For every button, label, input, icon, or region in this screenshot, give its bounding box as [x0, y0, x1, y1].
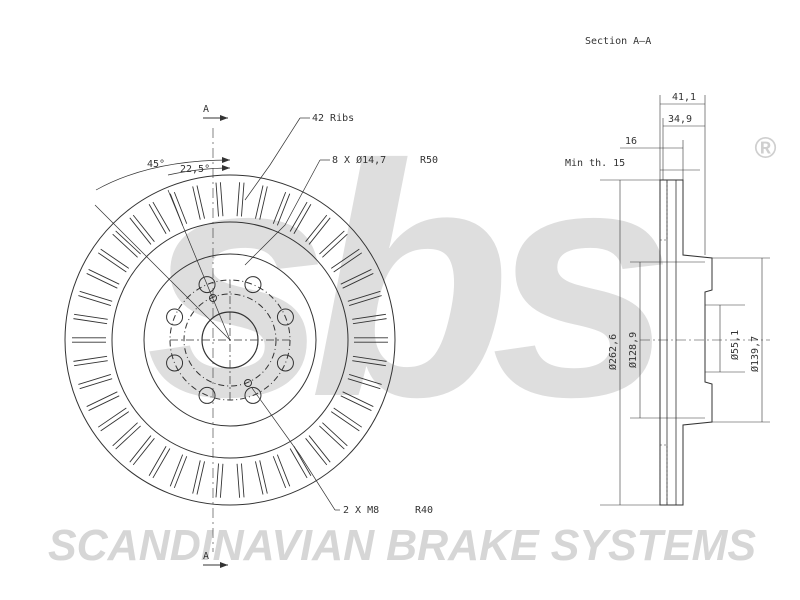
section-mark-top: A [203, 104, 209, 115]
cooling-rib [97, 248, 130, 273]
cooling-rib [305, 214, 331, 245]
cooling-rib [192, 460, 205, 495]
leader-threads [251, 387, 336, 511]
cooling-rib [129, 214, 155, 245]
dim-16-label: 16 [625, 136, 637, 147]
section-outline [659, 179, 713, 506]
cooling-rib [272, 191, 291, 226]
disc-front-view [64, 115, 396, 568]
dim-41-label: 41,1 [672, 92, 696, 103]
cooling-ribs [72, 182, 388, 498]
cooling-rib [289, 201, 312, 234]
cooling-rib [86, 269, 120, 289]
cooling-rib [352, 355, 387, 367]
cooling-rib [73, 313, 108, 325]
cooling-rib [78, 374, 113, 390]
section-mark-bottom: A [203, 551, 209, 562]
cooling-rib [289, 446, 312, 479]
cooling-rib [340, 269, 374, 289]
holes-radius-label: R50 [420, 155, 438, 166]
section-hatch-top [659, 179, 668, 241]
angle-22-label: 22,5° [180, 164, 210, 175]
bolt-hole [244, 386, 262, 404]
cooling-rib [192, 185, 205, 220]
disc-section-view [600, 95, 770, 506]
cooling-rib [73, 355, 108, 367]
angle-arc-45 [95, 159, 231, 191]
cooling-rib [319, 230, 348, 258]
holes-label: 8 X Ø14,7 [332, 154, 386, 166]
bolt-hole [198, 276, 216, 294]
bolt-hole [198, 386, 216, 404]
leader-holes [244, 159, 321, 266]
cooling-rib [352, 313, 387, 325]
bolt-holes [166, 276, 294, 404]
cooling-rib [330, 407, 363, 432]
cooling-rib [347, 374, 382, 390]
angle-45-label: 45° [147, 159, 165, 170]
dia-139-label: Ø139,7 [749, 336, 761, 372]
dia-128-label: Ø128,9 [627, 332, 639, 368]
disc-inner-rib-ring [111, 221, 349, 459]
min-thickness-label: Min th. 15 [565, 158, 625, 169]
dim-34-label: 34,9 [668, 114, 692, 125]
cooling-rib [305, 435, 331, 466]
disc-outer-edge [64, 174, 396, 506]
cooling-rib [272, 454, 291, 489]
bolt-hole [166, 354, 184, 372]
watermark-registered: ® [754, 132, 777, 165]
dia-262-label: Ø262,6 [607, 334, 619, 370]
cooling-rib [330, 248, 363, 273]
cooling-rib [236, 182, 245, 217]
hat-outer-circle [143, 253, 317, 427]
angle-line-45 [94, 204, 231, 341]
cooling-rib [97, 407, 130, 432]
angle-line-22 [167, 189, 231, 341]
cooling-rib [255, 185, 268, 220]
thread-circle [183, 293, 277, 387]
cooling-rib [354, 337, 388, 343]
threads-label: 2 X M8 [343, 505, 379, 516]
cooling-rib [340, 391, 374, 411]
cooling-rib [129, 435, 155, 466]
cooling-rib [148, 446, 171, 479]
cooling-rib [72, 337, 106, 343]
section-hatch-bottom [659, 444, 668, 506]
bolt-hole [276, 308, 294, 326]
cooling-rib [148, 201, 171, 234]
ribs-label: 42 Ribs [312, 113, 354, 124]
cooling-rib [78, 290, 113, 306]
cooling-rib [215, 182, 224, 217]
watermark-tagline: SCANDINAVIAN BRAKE SYSTEMS [48, 521, 756, 570]
bolt-hole [276, 354, 294, 372]
cooling-rib [236, 463, 245, 498]
thread-hole-bottom [244, 379, 252, 387]
cooling-rib [215, 463, 224, 498]
cooling-rib [112, 230, 141, 258]
cooling-rib [86, 391, 120, 411]
bolt-hole [244, 276, 262, 294]
section-title: Section A–A [585, 36, 651, 47]
cooling-rib [319, 422, 348, 450]
threads-radius-label: R40 [415, 505, 433, 516]
dia-55-label: Ø55,1 [729, 330, 741, 360]
cooling-rib [255, 460, 268, 495]
cooling-rib [169, 454, 188, 489]
cooling-rib [347, 290, 382, 306]
leader-ribs [244, 117, 301, 201]
bolt-hole [166, 308, 184, 326]
cooling-rib [112, 422, 141, 450]
